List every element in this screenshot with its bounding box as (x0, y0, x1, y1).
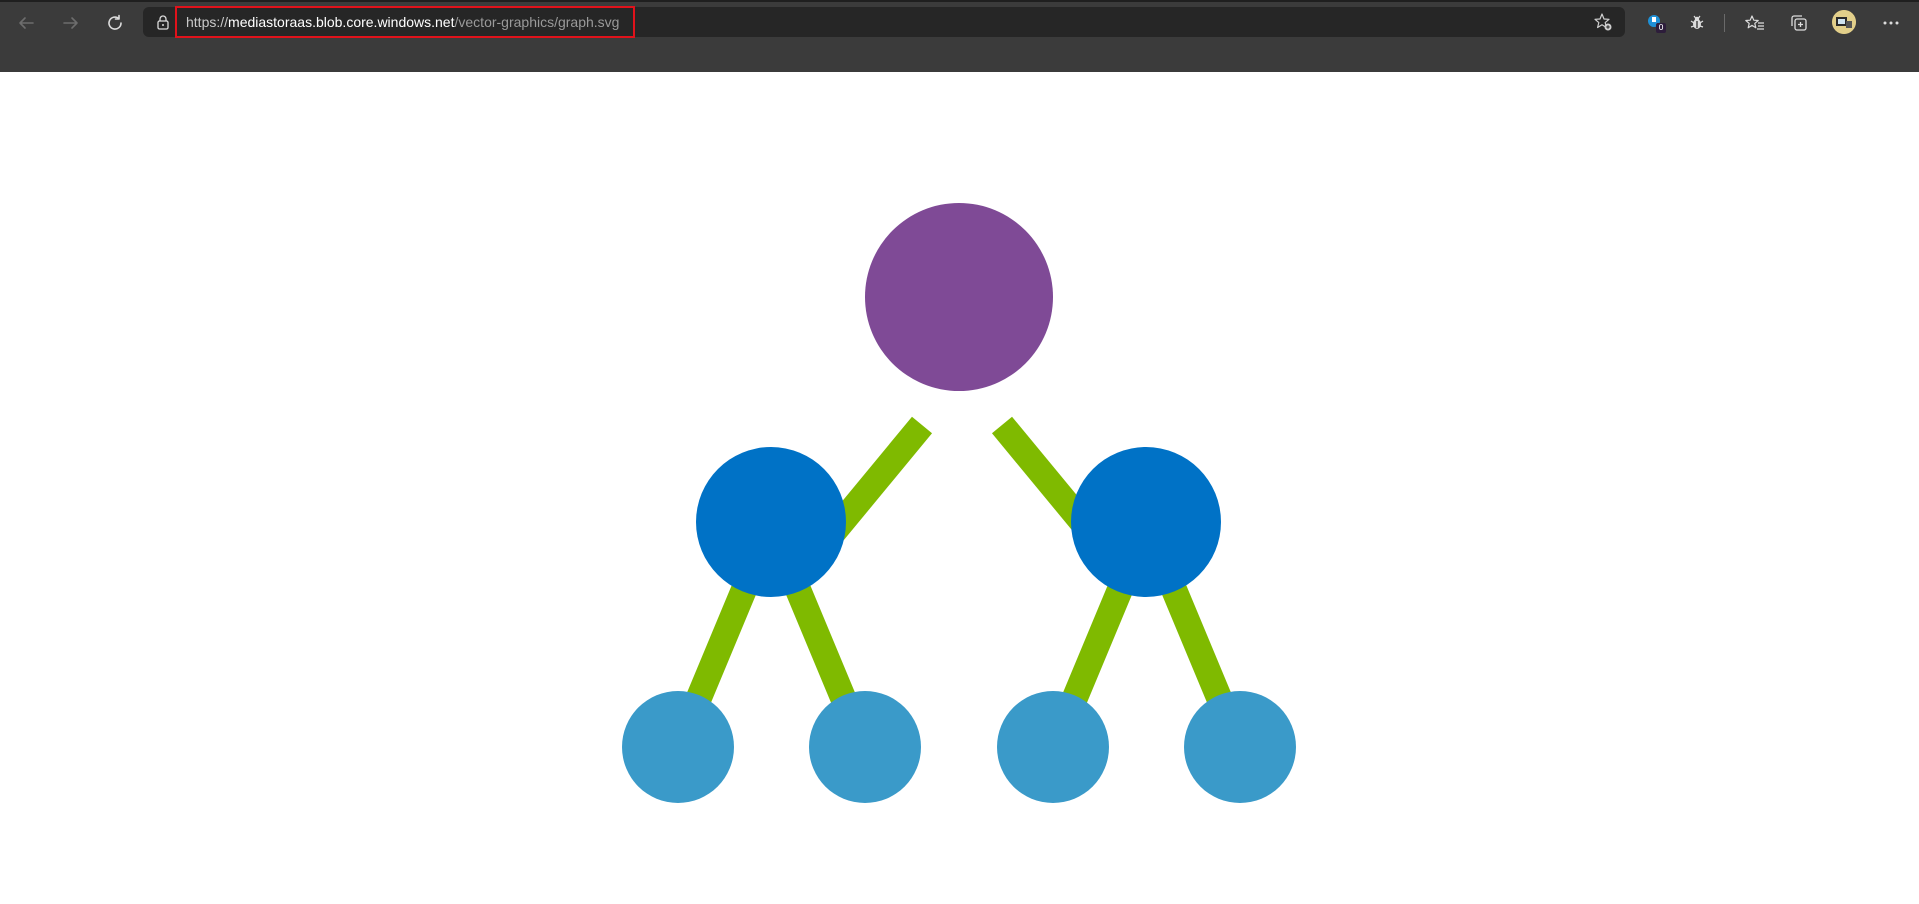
leaf-node-3 (997, 691, 1109, 803)
bug-extension-button[interactable] (1684, 10, 1710, 36)
url-path: /vector-graphics/graph.svg (454, 14, 620, 30)
profile-avatar[interactable] (1832, 10, 1856, 34)
refresh-button[interactable] (100, 8, 130, 38)
browser-chrome: https://mediastoraas.blob.core.windows.n… (0, 0, 1919, 72)
leaf-node-1 (622, 691, 734, 803)
more-menu-button[interactable] (1878, 10, 1904, 36)
graph-nodes (622, 203, 1296, 803)
collections-icon (1791, 15, 1807, 31)
mid-node-right (1071, 447, 1221, 597)
url-scheme: https:// (186, 14, 229, 30)
back-arrow-icon (19, 17, 34, 29)
extension-icon: 0 (1646, 13, 1666, 33)
favorites-button[interactable] (1742, 10, 1768, 36)
forward-button[interactable] (56, 8, 86, 38)
more-menu-icon (1883, 21, 1899, 25)
tab-strip (0, 0, 1919, 2)
extension-button[interactable]: 0 (1643, 10, 1669, 36)
url-host: mediastoraas.blob.core.windows.net (228, 14, 455, 30)
lock-icon[interactable] (155, 14, 171, 30)
tree-graph (622, 203, 1296, 803)
refresh-icon (108, 14, 122, 30)
address-bar[interactable]: https://mediastoraas.blob.core.windows.n… (143, 6, 1625, 38)
collections-button[interactable] (1786, 10, 1812, 36)
leaf-node-4 (1184, 691, 1296, 803)
avatar-image (1832, 10, 1856, 34)
back-button[interactable] (11, 8, 41, 38)
favorites-icon (1745, 15, 1764, 30)
browser-toolbar: https://mediastoraas.blob.core.windows.n… (0, 2, 1919, 40)
root-node (865, 203, 1053, 391)
url-field[interactable]: https://mediastoraas.blob.core.windows.n… (175, 6, 635, 38)
mid-node-left (696, 447, 846, 597)
leaf-node-2 (809, 691, 921, 803)
add-favorite-icon[interactable] (1593, 12, 1613, 32)
toolbar-divider (1724, 14, 1725, 32)
forward-arrow-icon (63, 17, 78, 29)
page-content (0, 72, 1919, 904)
extension-badge: 0 (1656, 23, 1666, 33)
bug-extension-icon (1690, 15, 1704, 29)
